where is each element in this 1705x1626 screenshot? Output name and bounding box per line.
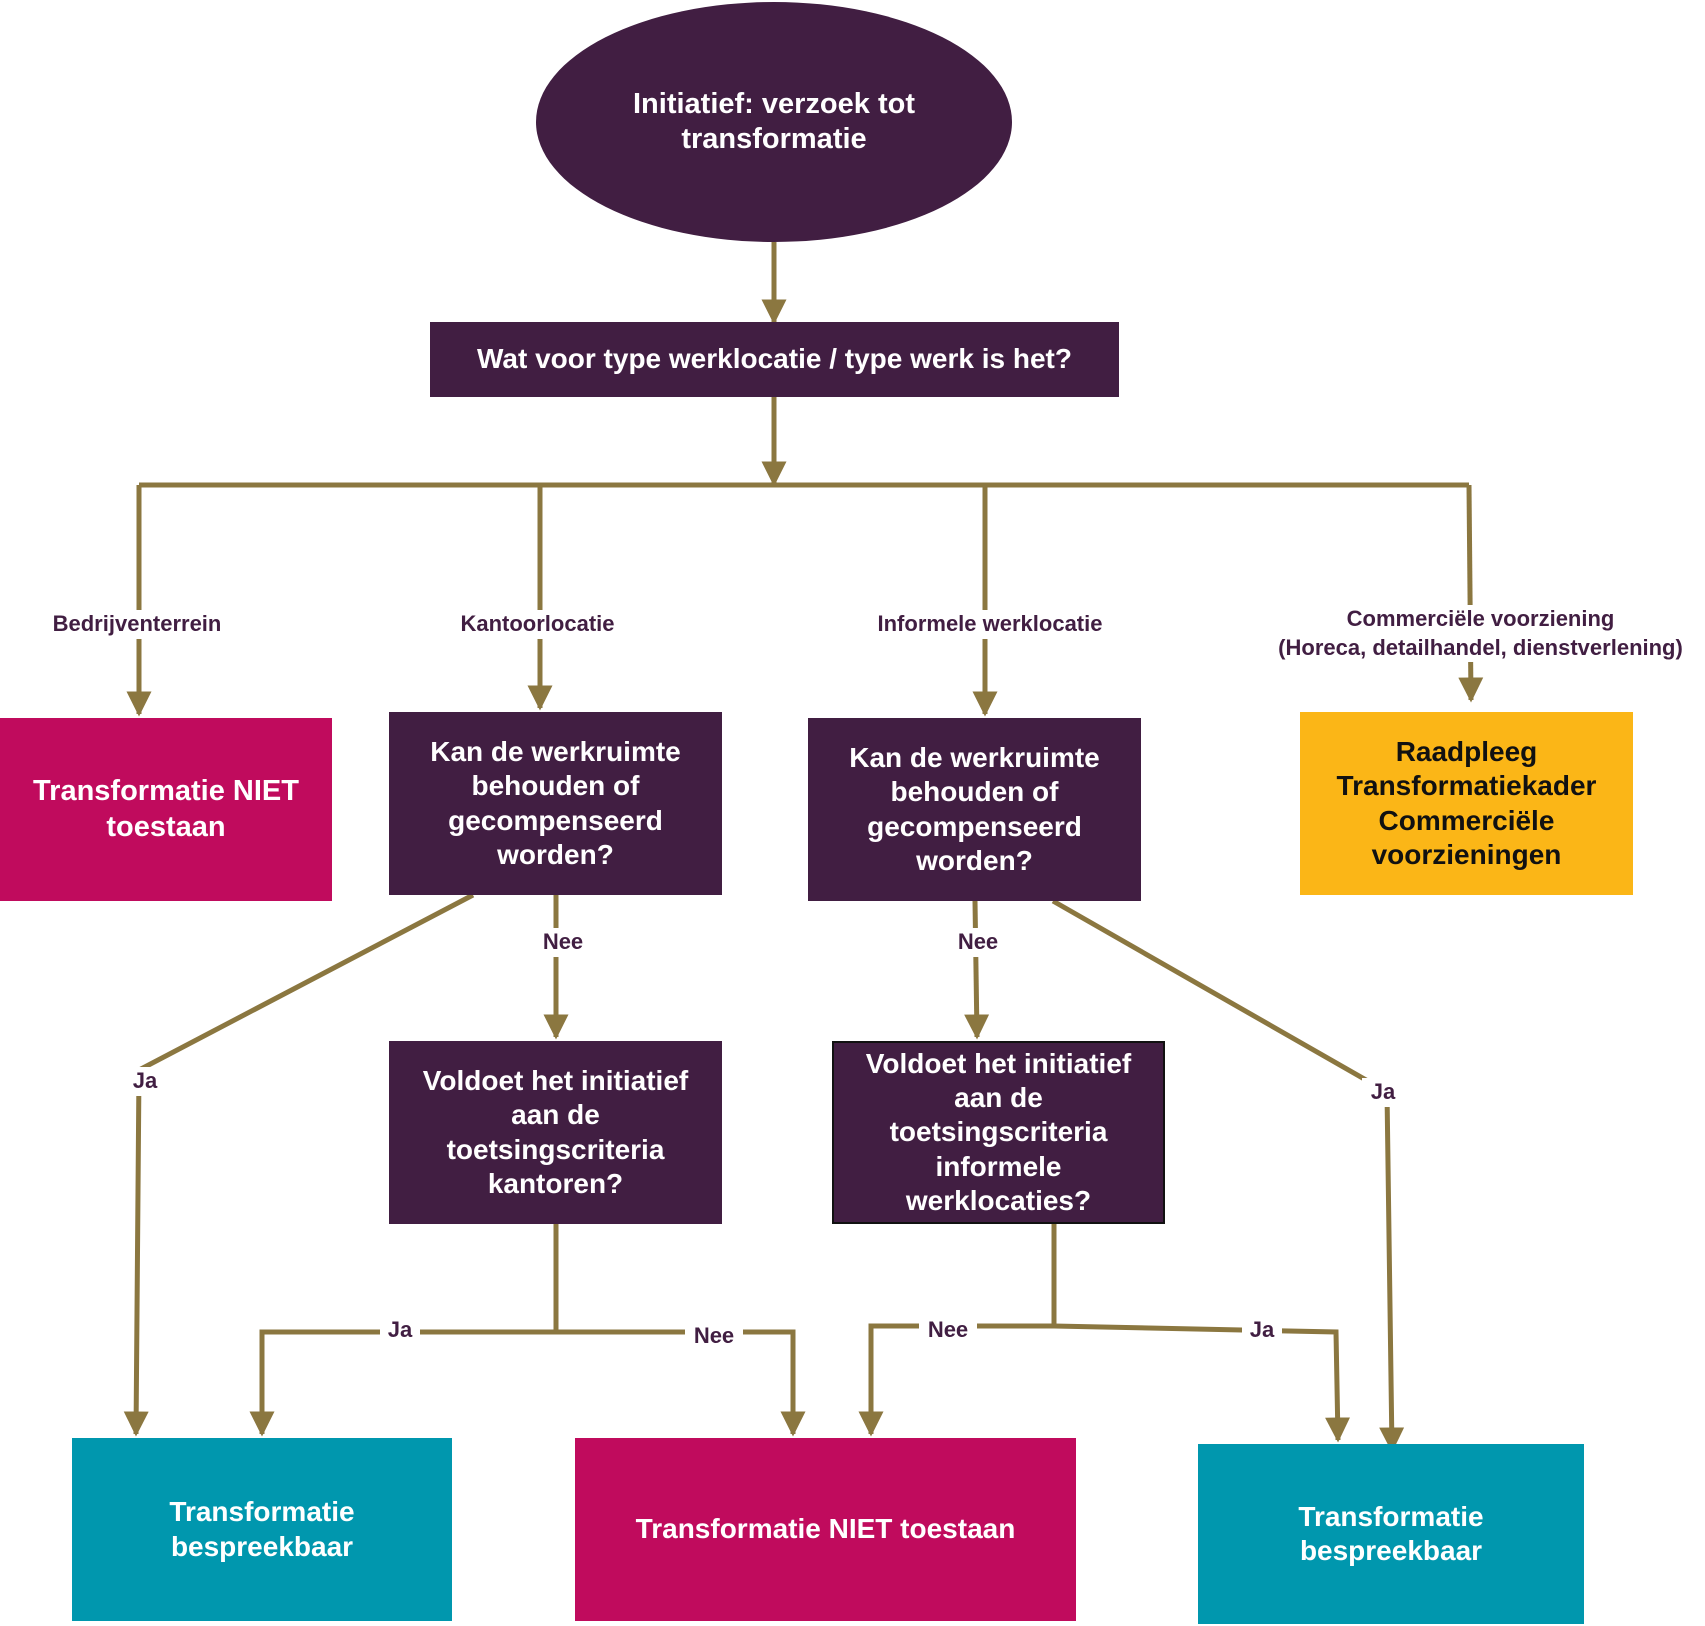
start-node: Initiatief: verzoek tot transformatie xyxy=(536,2,1012,242)
label-kantoor-criteria-nee: Nee xyxy=(685,1322,743,1351)
reject-bedrijventerrein-box: Transformatie NIET toestaan xyxy=(0,718,332,901)
consult-commercieel-text: Raadpleeg Transformatiekader Commerciële… xyxy=(1336,736,1597,870)
start-node-text: Initiatief: verzoek tot transformatie xyxy=(633,87,915,155)
kantoor-criteria-box: Voldoet het initiatief aan de toetsingsc… xyxy=(389,1041,722,1224)
result-right-box: Transformatie bespreekbaar xyxy=(1198,1444,1584,1624)
label-kantoor-ja: Ja xyxy=(124,1067,166,1096)
reject-bedrijventerrein-text: Transformatie NIET toestaan xyxy=(33,775,299,843)
arrow-to-commercieel xyxy=(1458,484,1484,703)
result-left-box: Transformatie bespreekbaar xyxy=(72,1438,452,1621)
label-informeel-criteria-ja: Ja xyxy=(1242,1316,1282,1345)
label-kantoor-nee: Nee xyxy=(534,928,592,957)
arrow-informeel-nee xyxy=(964,900,990,1040)
kantoor-question-box: Kan de werkruimte behouden of gecompense… xyxy=(389,712,722,895)
label-informeel-nee: Nee xyxy=(949,928,1007,957)
informeel-criteria-text: Voldoet het initiatief aan de toetsingsc… xyxy=(865,1048,1132,1216)
label-bedrijventerrein: Bedrijventerrein xyxy=(42,610,232,639)
label-informeel-ja: Ja xyxy=(1362,1078,1404,1107)
label-informeel-criteria-nee: Nee xyxy=(919,1316,977,1345)
label-kantoor-criteria-ja: Ja xyxy=(380,1316,420,1345)
label-informele-werklocatie: Informele werklocatie xyxy=(860,610,1120,639)
arrow-informeel-criteria-ja xyxy=(1053,1323,1351,1443)
informeel-criteria-box: Voldoet het initiatief aan de toetsingsc… xyxy=(832,1041,1165,1224)
type-question-box: Wat voor type werklocatie / type werk is… xyxy=(430,322,1119,397)
result-center-box: Transformatie NIET toestaan xyxy=(575,1438,1076,1621)
kantoor-criteria-text: Voldoet het initiatief aan de toetsingsc… xyxy=(422,1065,689,1199)
arrow-kantoor-criteria-nee xyxy=(556,1329,806,1437)
kantoor-question-text: Kan de werkruimte behouden of gecompense… xyxy=(430,736,681,870)
informeel-question-text: Kan de werkruimte behouden of gecompense… xyxy=(849,742,1100,876)
informeel-question-box: Kan de werkruimte behouden of gecompense… xyxy=(808,718,1141,901)
result-center-text: Transformatie NIET toestaan xyxy=(635,1513,1016,1545)
result-right-text: Transformatie bespreekbaar xyxy=(1298,1500,1484,1566)
label-commercieel: Commerciële voorziening (Horeca, detailh… xyxy=(1258,605,1703,663)
type-question-text: Wat voor type werklocatie / type werk is… xyxy=(477,343,1072,375)
arrow-informeel-criteria-nee xyxy=(858,1323,1054,1437)
result-left-text: Transformatie bespreekbaar xyxy=(169,1496,355,1562)
arrow-kantoor-criteria-ja xyxy=(249,1329,556,1437)
consult-commercieel-box: Raadpleeg Transformatiekader Commerciële… xyxy=(1300,712,1633,895)
label-kantoorlocatie: Kantoorlocatie xyxy=(445,610,630,639)
